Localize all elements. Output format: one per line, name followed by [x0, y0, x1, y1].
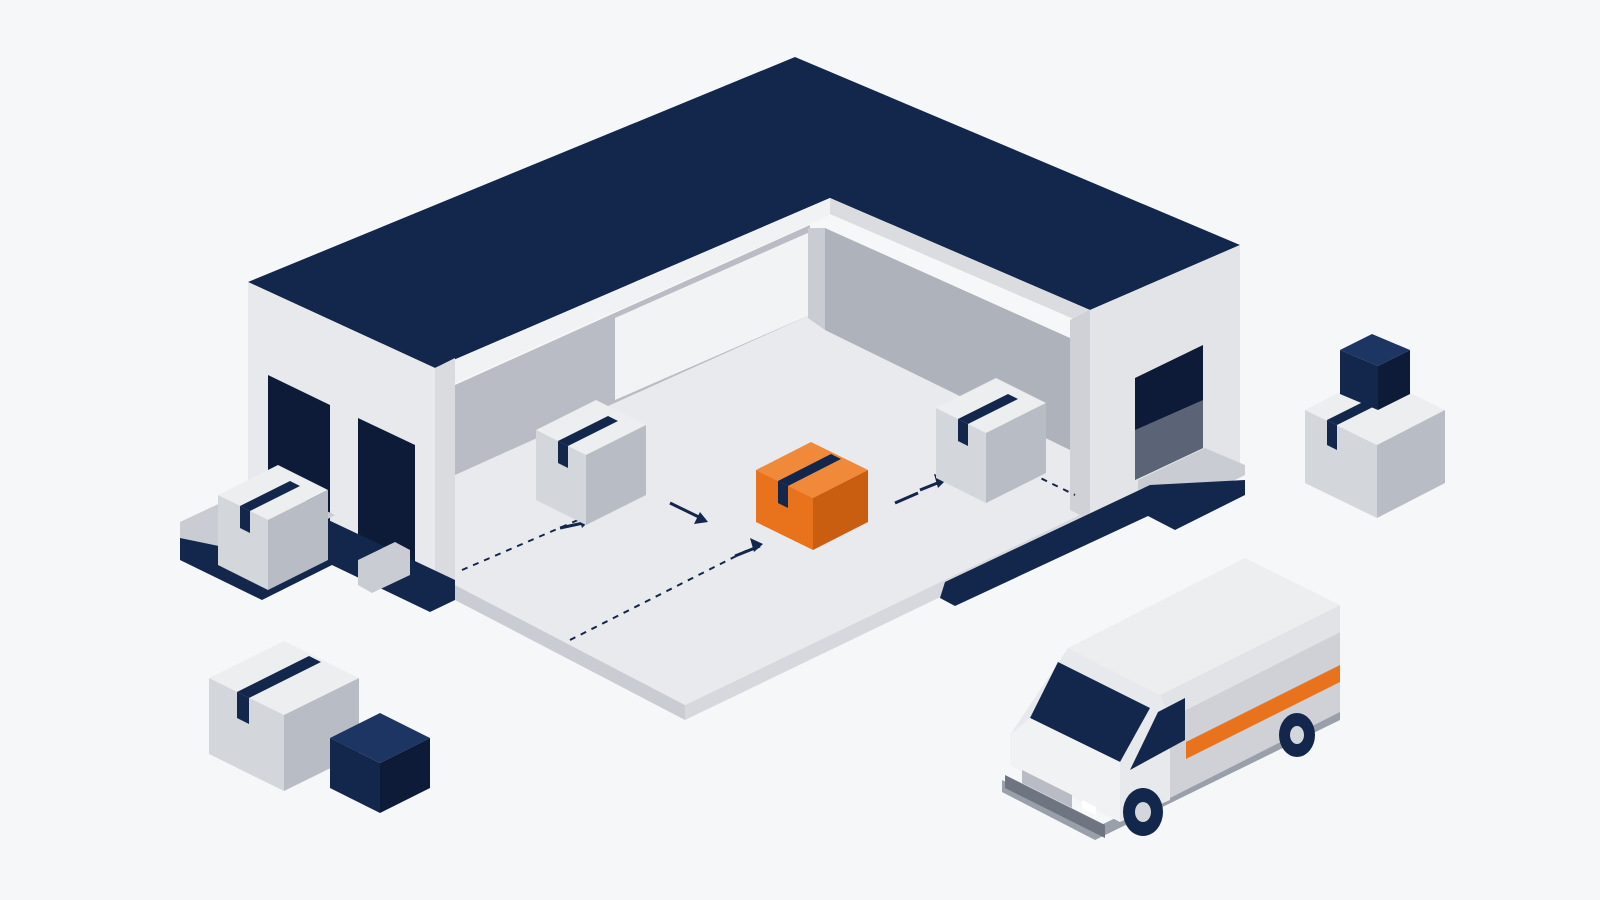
navy-box-icon — [1340, 334, 1410, 410]
box-group-bottom-left — [209, 641, 430, 813]
box-stack-right — [1305, 334, 1445, 518]
dock-door-left-2 — [358, 418, 415, 575]
highlighted-box-icon — [756, 442, 868, 550]
delivery-van-icon — [1002, 558, 1340, 840]
warehouse-roof — [248, 57, 1240, 383]
dock-crate-small — [358, 542, 410, 593]
flow-arrow-icon — [461, 467, 1076, 641]
navy-box-icon — [330, 713, 430, 813]
warehouse-right-wing — [940, 245, 1245, 606]
